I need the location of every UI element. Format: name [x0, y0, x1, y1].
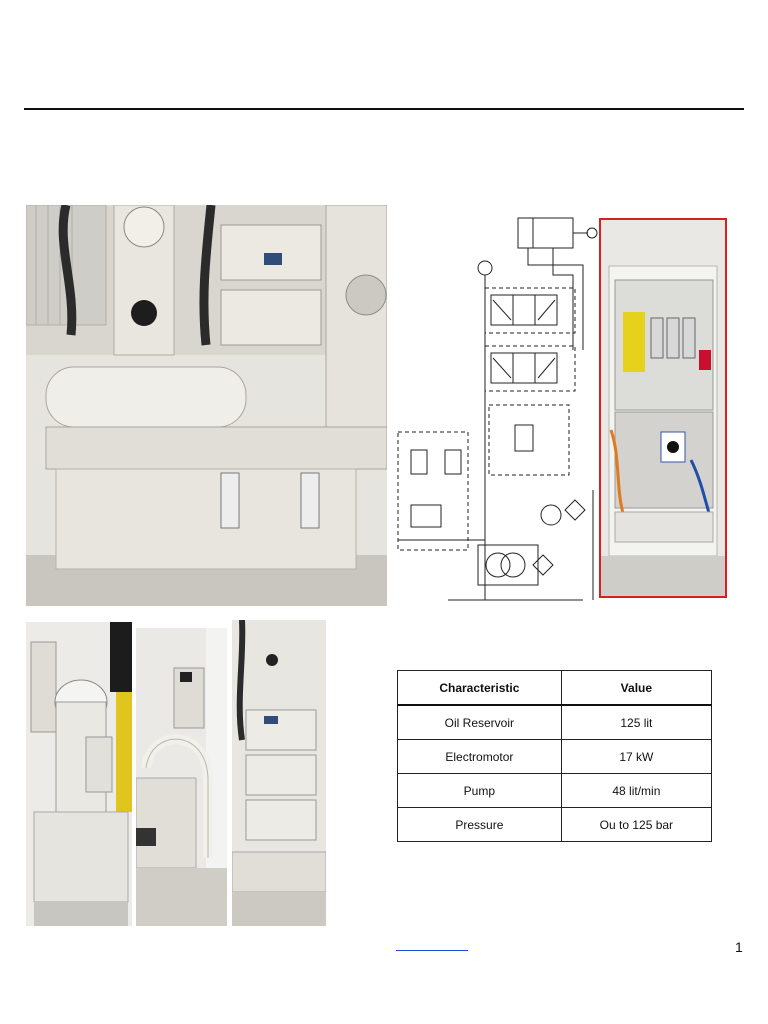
value-cell: 48 lit/min	[560, 773, 713, 808]
valve-manifold-photo	[232, 620, 326, 926]
header-characteristic: Characteristic	[397, 670, 562, 706]
table-row: Oil Reservoir 125 lit	[397, 704, 713, 740]
electrical-cabinet-photo	[599, 218, 727, 598]
table-row: Electromotor 17 kW	[397, 739, 713, 774]
characteristic-cell: Oil Reservoir	[397, 704, 562, 740]
valve-assembly-photo	[136, 628, 227, 926]
value-cell: 125 lit	[560, 704, 713, 740]
title-divider-line	[24, 108, 744, 110]
specification-table: Characteristic Value Oil Reservoir 125 l…	[397, 670, 713, 842]
header-value: Value	[560, 670, 713, 706]
hyperlink-underline[interactable]	[396, 950, 468, 951]
page-number: 1	[735, 939, 743, 955]
characteristic-cell: Pressure	[397, 807, 562, 842]
hydraulic-unit-photo	[26, 205, 387, 606]
characteristic-cell: Pump	[397, 773, 562, 808]
hydraulic-circuit-diagram	[393, 210, 601, 608]
value-cell: 17 kW	[560, 739, 713, 774]
table-header-row: Characteristic Value	[397, 670, 713, 706]
value-cell: Ou to 125 bar	[560, 807, 713, 842]
electromotor-photo	[26, 622, 132, 926]
table-row: Pressure Ou to 125 bar	[397, 807, 713, 842]
table-row: Pump 48 lit/min	[397, 773, 713, 808]
characteristic-cell: Electromotor	[397, 739, 562, 774]
